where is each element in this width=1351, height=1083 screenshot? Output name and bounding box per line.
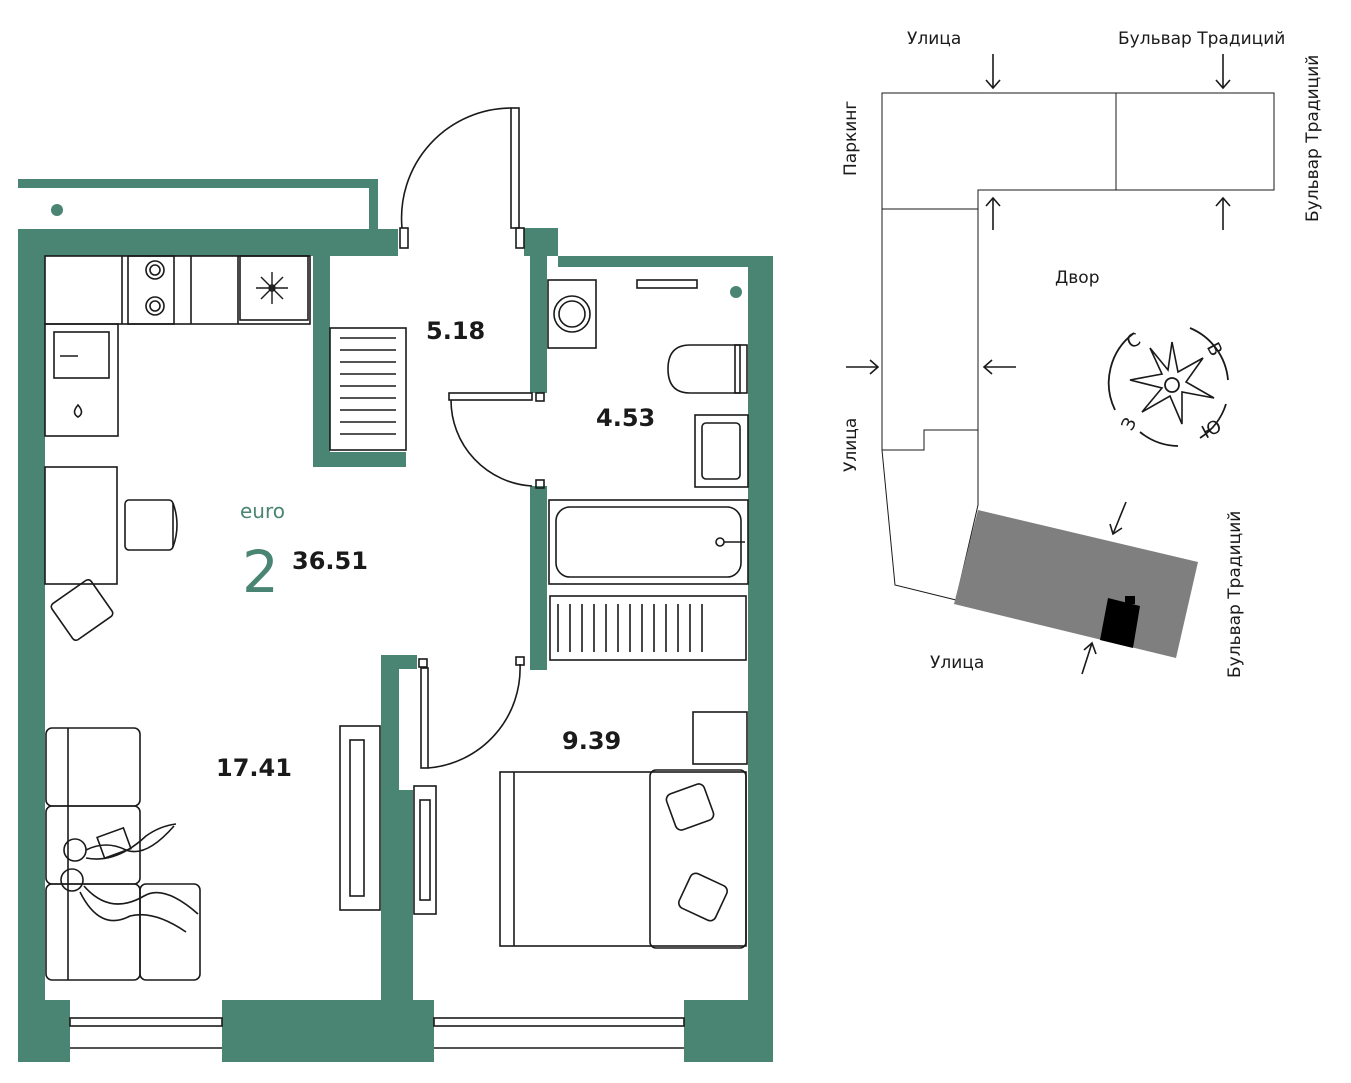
fridge xyxy=(239,255,309,321)
wall-top xyxy=(18,229,398,256)
site-label-yard: Двор xyxy=(1055,268,1100,288)
drain-marker xyxy=(730,286,742,298)
building-left xyxy=(881,208,979,451)
tv-stand-bedroom xyxy=(413,785,437,915)
window-bedroom xyxy=(433,1010,685,1062)
wall-partition-upper xyxy=(381,655,399,790)
site-label-street-left: Улица xyxy=(841,418,861,472)
wall-bottom-left xyxy=(18,1000,70,1062)
kitchen-sink xyxy=(53,331,110,418)
area-labels: euro 2 36.51 5.18 4.53 17.41 9.39 xyxy=(216,317,655,782)
compass-north: С xyxy=(1123,329,1144,353)
dining-table xyxy=(44,466,118,585)
compass-rose-icon xyxy=(1107,327,1229,447)
bedroom-cabinet xyxy=(692,711,748,765)
radiator-bathroom xyxy=(549,595,747,661)
kitchen-counter-top xyxy=(44,255,311,325)
compass-west: З xyxy=(1117,414,1141,434)
radiator-hall xyxy=(329,327,407,451)
floor-plan xyxy=(18,179,773,1062)
bathroom-sink xyxy=(694,414,749,488)
site-label-boulevard-right: Бульвар Традиций xyxy=(1303,55,1323,222)
tv-stand-living xyxy=(339,725,381,911)
entrance-arrow-icon xyxy=(985,54,1001,90)
building-lower xyxy=(881,429,979,601)
balcony-marker xyxy=(51,204,63,216)
apartment-type-label: euro xyxy=(240,499,285,523)
area-bedroom: 9.39 xyxy=(562,727,621,755)
wall-partition-lower xyxy=(381,790,413,1062)
wall-right xyxy=(748,256,773,1062)
site-label-street-top: Улица xyxy=(907,29,961,49)
bathtub xyxy=(548,499,749,585)
bed xyxy=(499,769,747,949)
towel-rail xyxy=(636,279,698,289)
wall-niche-left xyxy=(313,256,330,466)
site-plan: Улица Бульвар Традиций Бульвар Традиций … xyxy=(841,29,1323,678)
balcony-rail xyxy=(18,179,378,188)
compass-east: В xyxy=(1202,339,1226,360)
sofa xyxy=(45,727,201,981)
snowflake-icon xyxy=(256,272,288,304)
building-top xyxy=(881,92,1275,210)
balcony-rail-post xyxy=(369,179,378,229)
chair xyxy=(124,499,178,551)
site-label-parking: Паркинг xyxy=(841,101,861,176)
wall-bath-left-lower xyxy=(530,486,547,670)
toilet xyxy=(667,344,748,394)
area-hall: 5.18 xyxy=(426,317,485,345)
entrance-arrow-icon xyxy=(1109,501,1127,536)
entrance-arrow-icon xyxy=(985,196,1001,230)
site-label-street-bottom: Улица xyxy=(930,653,984,673)
bedroom-door xyxy=(418,656,525,769)
wall-left xyxy=(18,229,45,1062)
wall-right-top xyxy=(558,256,773,267)
wall-bath-left-upper xyxy=(530,256,547,393)
entrance-arrow-icon xyxy=(1215,54,1231,90)
entrance-arrow-icon xyxy=(846,359,880,375)
entrance-arrow-icon xyxy=(1081,641,1097,675)
stove xyxy=(127,255,175,325)
furniture xyxy=(44,107,749,1062)
pillow xyxy=(678,872,728,922)
pillow xyxy=(665,783,715,831)
bathroom-door xyxy=(448,392,545,489)
chair xyxy=(50,578,114,642)
entrance-arrow-icon xyxy=(1215,196,1231,230)
wall-bath-top xyxy=(524,228,558,256)
area-living: 17.41 xyxy=(216,754,292,782)
site-label-boulevard-top: Бульвар Традиций xyxy=(1118,29,1285,49)
wall-niche-bottom xyxy=(313,452,406,467)
kitchen-counter-side xyxy=(44,323,119,437)
compass-south: Ю xyxy=(1198,416,1225,444)
washing-machine xyxy=(547,279,597,349)
entrance-arrow-icon xyxy=(982,359,1016,375)
area-bathroom: 4.53 xyxy=(596,404,655,432)
entrance-door xyxy=(399,107,525,249)
apartment-rooms-count: 2 xyxy=(242,538,279,606)
site-label-boulevard-bottom-right: Бульвар Традиций xyxy=(1225,511,1245,678)
people-figures xyxy=(60,823,199,933)
window-living xyxy=(69,1010,223,1062)
section-current xyxy=(1100,598,1140,648)
apartment-total-area: 36.51 xyxy=(292,547,368,575)
building-current xyxy=(954,510,1198,658)
